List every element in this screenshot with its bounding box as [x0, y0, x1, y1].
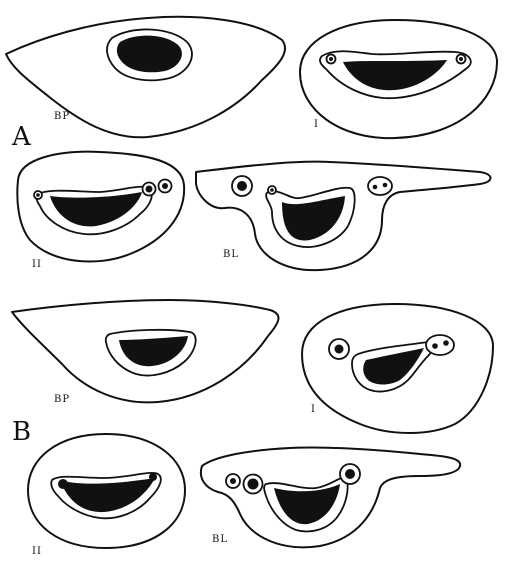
section-b-bl-vessel-left-lumen [248, 479, 259, 490]
panel-a-letter: A [11, 122, 32, 152]
label-a-ii: II [32, 259, 42, 270]
section-b-i [302, 304, 493, 433]
section-b-bl-vessel-far-left-lumen [230, 478, 236, 484]
section-b-i-vessel-pair-lumen-2 [443, 340, 449, 346]
section-b-i-vessel-left-lumen [335, 345, 344, 354]
section-b-i-vessel-pair [426, 335, 454, 355]
section-b-bl-vessel-right-lumen [345, 469, 355, 479]
panel-a: A BP I II BL [6, 17, 497, 270]
label-a-i: I [314, 119, 319, 130]
section-b-ii [28, 434, 185, 548]
section-a-bl-vessel-left-lumen [237, 181, 247, 191]
section-a-i-vessel-left-lumen [329, 57, 333, 61]
label-b-i: I [311, 404, 316, 415]
section-a-bl-vessel-small-lumen [270, 188, 274, 192]
section-a-bl-vessel-pair-lumen-2 [383, 183, 388, 188]
section-a-ii-vessel-left-lumen [36, 193, 40, 197]
label-b-bp: BP [54, 394, 70, 405]
section-a-bl [196, 162, 491, 270]
section-a-bp [6, 17, 285, 137]
section-a-i-vessel-right-lumen [459, 57, 463, 61]
section-b-i-vessel-pair-lumen-1 [432, 343, 438, 349]
section-a-ii-vessel-mid-lumen [146, 186, 153, 193]
section-a-bl-vessel-pair [368, 177, 392, 195]
section-a-i [300, 20, 497, 138]
label-b-bl: BL [212, 534, 228, 545]
section-a-ii [17, 152, 184, 262]
panel-b-letter: B [12, 417, 31, 447]
section-a-ii-vessel-right-lumen [162, 183, 168, 189]
label-a-bl: BL [223, 249, 239, 260]
label-b-ii: II [32, 546, 42, 557]
section-b-bl [201, 447, 460, 547]
section-b-ii-vessel-right [149, 473, 157, 481]
panel-b: B BP I II BL [12, 300, 493, 557]
label-a-bp: BP [54, 111, 70, 122]
section-a-bl-vessel-pair-lumen-1 [373, 185, 378, 190]
section-b-bp [12, 300, 278, 402]
section-b-ii-vessel-left [58, 479, 68, 489]
